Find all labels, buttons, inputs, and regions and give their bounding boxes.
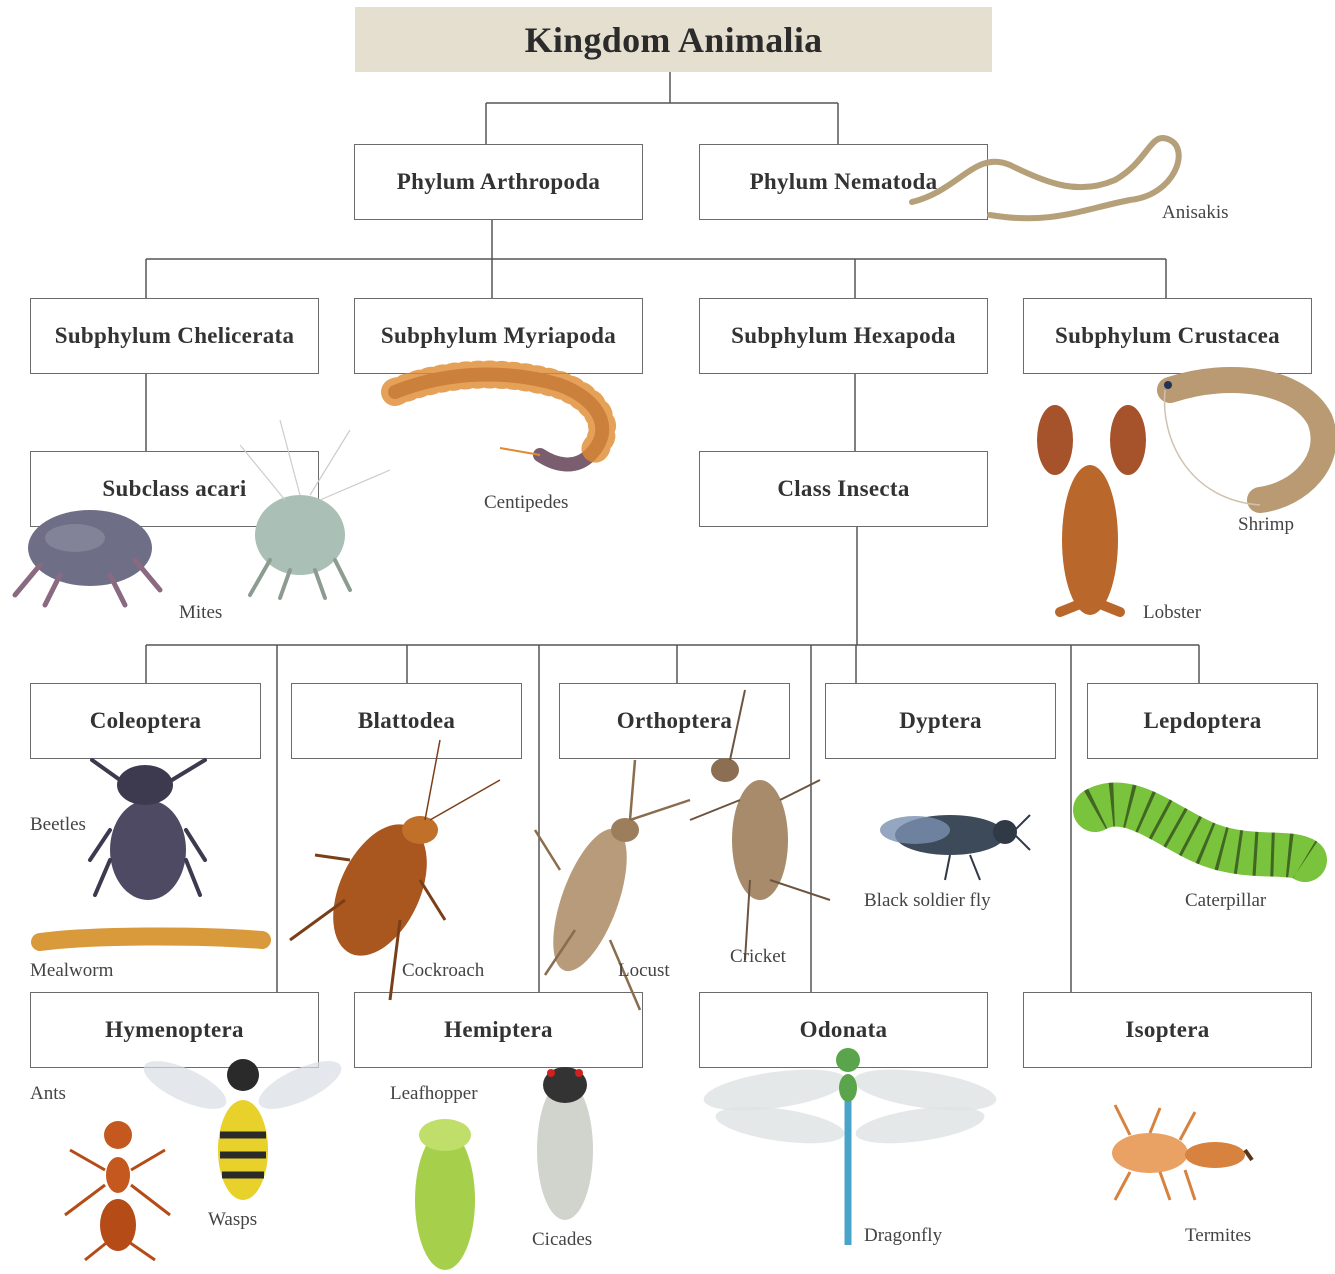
ant-illustration — [65, 1121, 170, 1260]
cricket-illustration — [690, 690, 830, 960]
beetles-label: Beetles — [30, 814, 86, 836]
leafhopper-illustration — [415, 1119, 475, 1270]
dragonfly-illustration — [701, 1048, 999, 1245]
cockroach-label: Cockroach — [402, 960, 484, 982]
ants-label: Ants — [30, 1083, 66, 1105]
cicada-illustration — [537, 1067, 593, 1220]
leafhopper-label: Leafhopper — [390, 1083, 478, 1105]
caterpillar-label: Caterpillar — [1185, 890, 1266, 912]
shrimp-label: Shrimp — [1238, 514, 1294, 536]
termite-illustration — [1112, 1105, 1252, 1200]
cricket-label: Cricket — [730, 946, 786, 968]
cicades-label: Cicades — [532, 1229, 592, 1251]
beetle-illustration — [90, 760, 205, 900]
black-soldier-fly-illustration — [880, 815, 1030, 880]
mites-label: Mites — [179, 602, 222, 624]
lobster-illustration — [1037, 405, 1146, 615]
caterpillar-illustration — [1095, 805, 1305, 860]
shrimp-illustration — [1164, 380, 1324, 505]
dragonfly-label: Dragonfly — [864, 1225, 942, 1247]
centipedes-label: Centipedes — [484, 492, 568, 514]
anisakis-illustration — [912, 138, 1179, 218]
termites-label: Termites — [1185, 1225, 1251, 1247]
mealworm-illustration — [40, 936, 262, 942]
locust-label: Locust — [618, 960, 670, 982]
mite-illustration — [15, 510, 160, 605]
wasps-label: Wasps — [208, 1209, 257, 1231]
mealworm-label: Mealworm — [30, 960, 113, 982]
dust-mite-illustration — [240, 420, 390, 598]
centipede-illustration — [395, 375, 602, 465]
black-soldier-fly-label: Black soldier fly — [864, 890, 991, 912]
wasp-illustration — [137, 1051, 347, 1200]
anisakis-label: Anisakis — [1162, 202, 1229, 224]
lobster-label: Lobster — [1143, 602, 1201, 624]
